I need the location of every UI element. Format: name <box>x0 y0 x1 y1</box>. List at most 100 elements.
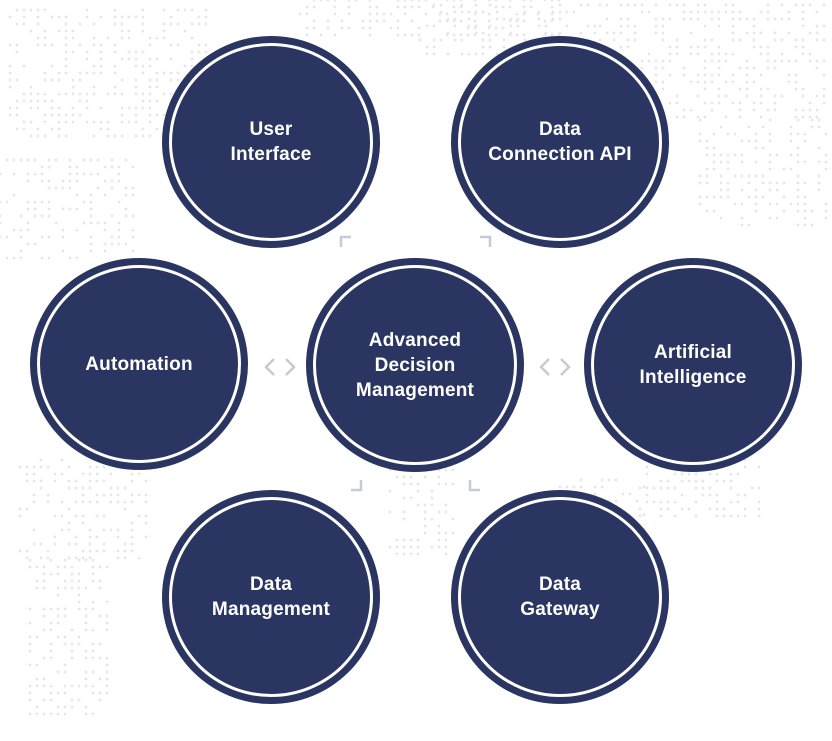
background-dot <box>796 132 800 136</box>
background-dot <box>487 12 491 16</box>
background-dot <box>572 485 576 489</box>
background-dot <box>703 101 707 105</box>
background-dot <box>738 87 742 91</box>
background-dot <box>120 57 124 61</box>
background-dot <box>78 92 82 96</box>
background-dot <box>638 486 642 490</box>
background-dot <box>134 134 138 138</box>
background-dot <box>501 5 505 9</box>
background-dot <box>123 556 127 560</box>
background-dot <box>123 500 127 504</box>
background-dot <box>437 482 441 486</box>
background-dot <box>501 26 505 30</box>
background-dot <box>822 87 826 91</box>
background-dot <box>824 160 828 164</box>
background-dot <box>53 472 57 476</box>
background-dot <box>768 202 772 206</box>
background-dot <box>729 486 733 490</box>
background-dot <box>787 73 791 77</box>
background-dot <box>105 600 109 604</box>
background-dot <box>49 698 53 702</box>
background-dot <box>25 465 29 469</box>
background-dot <box>99 71 103 75</box>
background-dot <box>724 115 728 119</box>
background-dot <box>445 12 449 16</box>
background-dot <box>340 19 344 23</box>
background-dot <box>81 514 85 518</box>
background-dot <box>148 36 152 40</box>
background-dot <box>673 472 677 476</box>
background-dot <box>340 26 344 30</box>
background-dot <box>481 38 485 42</box>
background-dot <box>91 572 95 576</box>
background-dot <box>137 514 141 518</box>
background-dot <box>53 514 57 518</box>
background-dot <box>731 17 735 21</box>
background-dot <box>430 545 434 549</box>
background-dot <box>61 228 65 232</box>
background-dot <box>92 134 96 138</box>
background-dot <box>598 24 602 28</box>
background-dot <box>105 670 109 674</box>
background-dot <box>95 535 99 539</box>
background-dot <box>15 106 19 110</box>
background-dot <box>64 57 68 61</box>
background-dot <box>15 113 19 117</box>
background-dot <box>120 29 124 33</box>
background-dot <box>117 221 121 225</box>
background-dot <box>141 29 145 33</box>
background-dot <box>82 200 86 204</box>
background-dot <box>759 45 763 49</box>
background-dot <box>98 698 102 702</box>
background-dot <box>768 118 772 122</box>
background-dot <box>347 26 351 30</box>
node-user-interface: User Interface <box>162 36 380 248</box>
background-dot <box>5 235 9 239</box>
background-dot <box>724 94 728 98</box>
background-dot <box>92 64 96 68</box>
background-dot <box>666 486 670 490</box>
background-dot <box>759 52 763 56</box>
background-dot <box>605 17 609 21</box>
background-dot <box>39 465 43 469</box>
background-dot <box>36 134 40 138</box>
background-dot <box>768 139 772 143</box>
background-dot <box>810 125 814 129</box>
background-dot <box>47 200 51 204</box>
background-dot <box>423 531 427 535</box>
background-dot <box>460 3 464 7</box>
background-dot <box>368 12 372 16</box>
background-dot <box>77 607 81 611</box>
background-dot <box>43 29 47 33</box>
background-dot <box>733 153 737 157</box>
background-dot <box>558 17 562 21</box>
background-dot <box>368 26 372 30</box>
background-dot <box>61 207 65 211</box>
background-dot <box>84 656 88 660</box>
background-dot <box>402 517 406 521</box>
background-dot <box>803 216 807 220</box>
background-dot <box>127 120 131 124</box>
background-dot <box>794 108 798 112</box>
background-dot <box>494 33 498 37</box>
background-dot <box>675 3 679 7</box>
background-dot <box>113 43 117 47</box>
background-dot <box>67 521 71 525</box>
background-dot <box>766 66 770 70</box>
background-dot <box>508 5 512 9</box>
background-dot <box>71 120 75 124</box>
background-dot <box>682 66 686 70</box>
background-dot <box>28 649 32 653</box>
background-dot <box>0 221 2 225</box>
background-dot <box>106 127 110 131</box>
background-dot <box>64 29 68 33</box>
background-dot <box>57 113 61 117</box>
background-dot <box>134 92 138 96</box>
background-dot <box>822 101 826 105</box>
background-dot <box>733 132 737 136</box>
background-dot <box>467 17 471 21</box>
background-dot <box>740 139 744 143</box>
background-dot <box>675 38 679 42</box>
background-dot <box>703 38 707 42</box>
background-dot <box>796 118 800 122</box>
